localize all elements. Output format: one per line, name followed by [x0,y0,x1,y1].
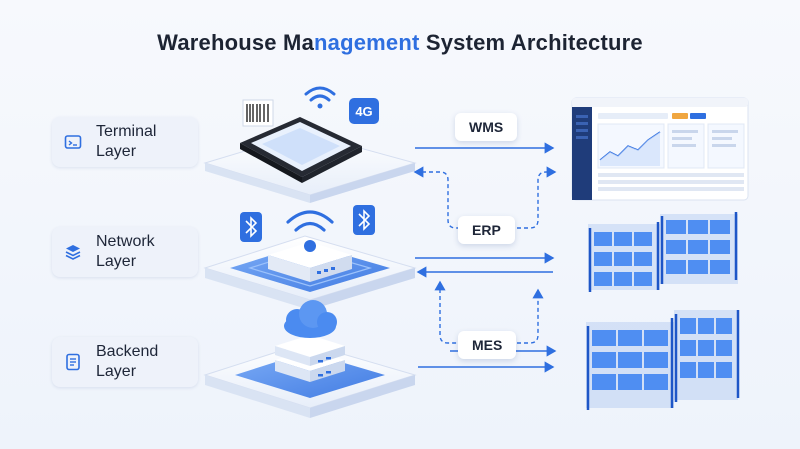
network-layer-label-2: Layer [96,253,137,270]
erp-badge[interactable]: ERP [458,216,515,244]
rugged-tablet [240,117,362,183]
mes-badge[interactable]: MES [458,331,517,359]
storage-racks-lower [586,310,740,410]
title-part-1: Warehouse Ma [157,30,315,55]
wms-badge[interactable]: WMS [455,113,518,141]
cloud-icon [284,300,337,338]
server-stack [275,335,345,382]
network-layer-label-1: Network [96,233,155,250]
document-icon [66,353,80,371]
terminal-layer-label-2: Layer [96,143,137,160]
router-device [268,240,352,282]
wms-dashboard-screen [571,97,749,201]
svg-text:4G: 4G [355,104,372,119]
router-wifi-icon [286,210,334,232]
layers-icon [65,245,81,260]
terminal-icon [64,135,82,149]
wifi-icon [304,86,336,109]
title-part-accent: nagement [314,30,420,55]
terminal-layer-label-1: Terminal [96,123,157,140]
backend-layer-label-2: Layer [96,363,137,380]
4g-badge: 4G [349,98,379,124]
bluetooth-icon-right [353,205,375,235]
title-part-3: System Architecture [419,30,643,55]
backend-layer-label-1: Backend [96,343,159,360]
storage-racks-upper [588,212,738,292]
bluetooth-icon-left [240,212,262,242]
barcode-label [242,99,274,127]
page-title: Warehouse Management System Architecture [0,30,800,56]
